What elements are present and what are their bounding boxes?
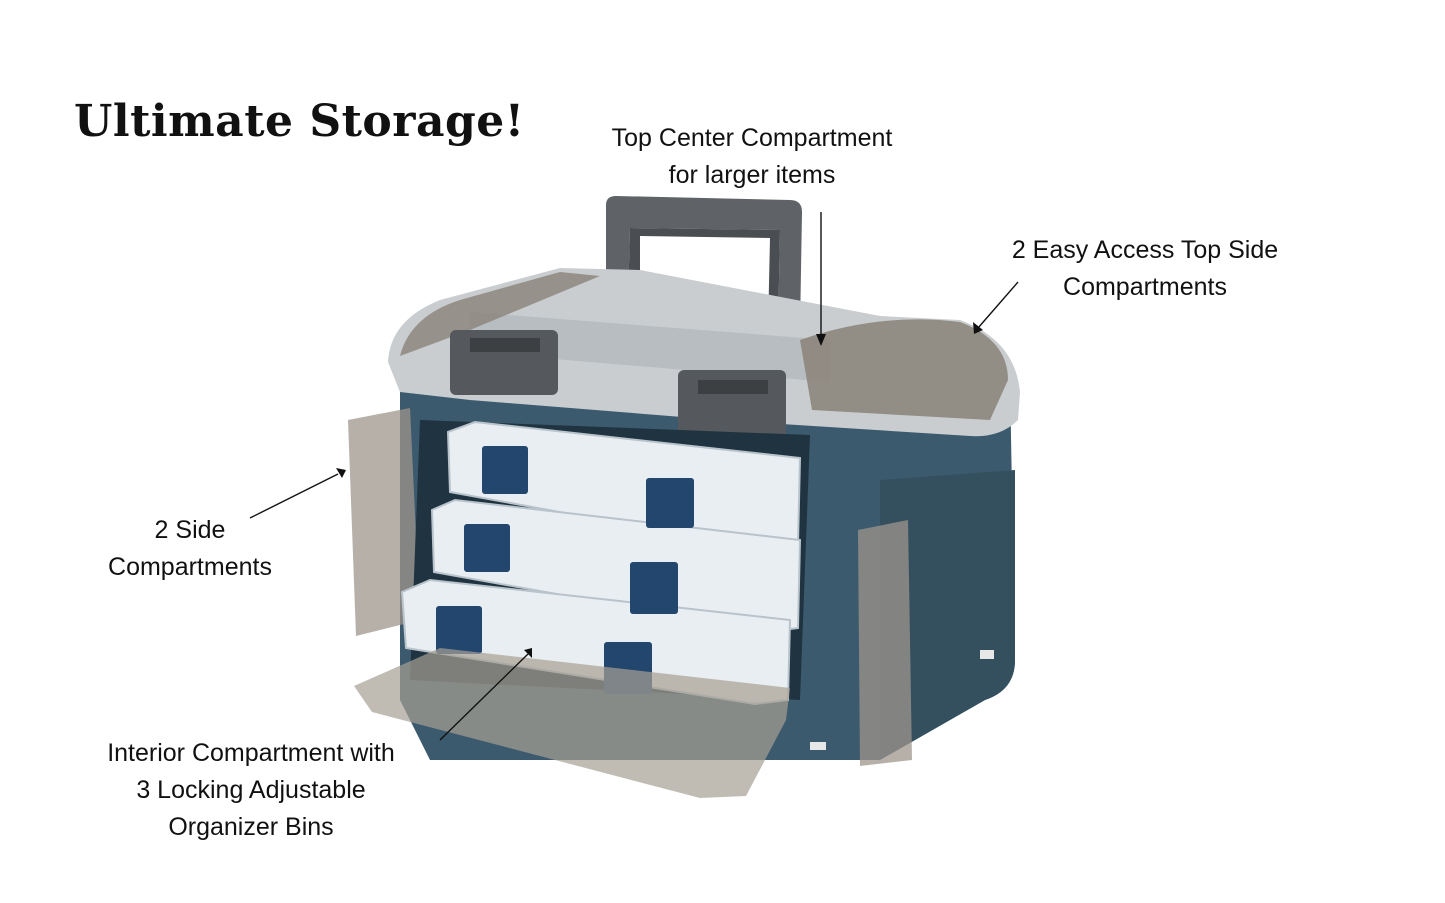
arrow-side <box>249 473 339 519</box>
callout-interior: Interior Compartment with 3 Locking Adju… <box>66 735 436 846</box>
callout-line: Interior Compartment with <box>107 739 395 767</box>
callout-side: 2 Side Compartments <box>80 512 300 586</box>
carry-handle <box>606 196 802 330</box>
side-compartment-doors <box>348 408 912 766</box>
callout-line: 2 Side <box>154 516 226 544</box>
callout-arrows <box>249 212 1019 741</box>
callout-top-side: 2 Easy Access Top Side Compartments <box>995 232 1295 306</box>
callout-line: 2 Easy Access Top Side <box>1011 236 1279 264</box>
callout-line: Compartments <box>1063 273 1227 301</box>
callout-line: Compartments <box>108 553 272 581</box>
callout-line: 3 Locking Adjustable <box>136 776 366 804</box>
callout-line: Top Center Compartment <box>611 124 893 152</box>
front-drop-door <box>354 648 790 798</box>
callout-line: for larger items <box>668 161 836 189</box>
arrow-interior <box>439 653 529 741</box>
organizer-bins <box>400 420 802 706</box>
arrow-top-side <box>977 281 1019 329</box>
page-title: Ultimate Storage! <box>74 96 525 147</box>
lid <box>388 268 1020 450</box>
callout-top-center: Top Center Compartment for larger items <box>582 120 922 194</box>
callout-line: Organizer Bins <box>168 813 334 841</box>
